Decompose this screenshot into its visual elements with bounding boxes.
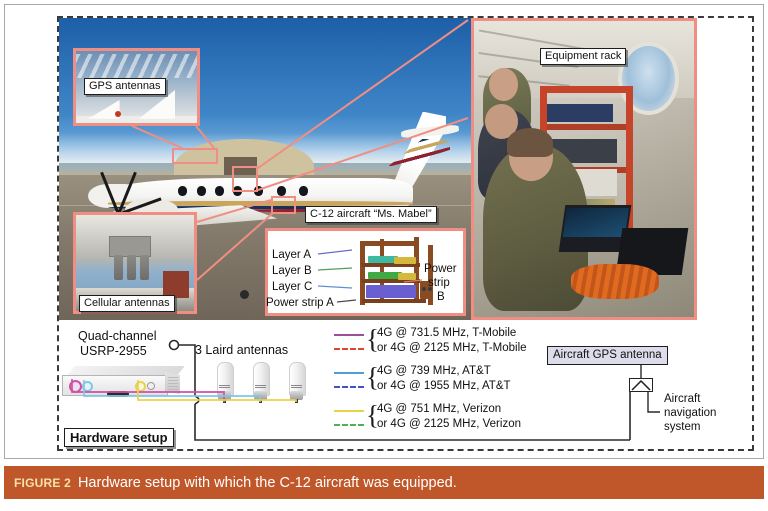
laird-antenna-2: [253, 362, 270, 403]
rack-post: [428, 245, 433, 305]
rf-port-yellow: [135, 381, 146, 392]
usrp-front-panel: [62, 375, 168, 397]
power-outlet: [428, 287, 432, 291]
label-aircraft-gps-antenna: Aircraft GPS antenna: [547, 346, 668, 365]
rf-port-magenta: [69, 380, 82, 393]
rack-post: [380, 239, 384, 301]
antenna-label-band: [291, 385, 302, 389]
label-cellular-antennas: Cellular antennas: [79, 295, 175, 312]
power-outlet: [422, 287, 426, 291]
crew-head: [489, 68, 518, 101]
legend-text-tmobile-dashed: or 4G @ 2125 MHz, T-Mobile: [377, 342, 527, 354]
rack-top-rail: [360, 241, 419, 246]
fuselage-top-surface: [76, 115, 197, 123]
layer-c-equipment: [366, 285, 416, 298]
label-usrp-line2: USRP-2955: [80, 344, 147, 358]
label-nav-line1: Aircraft: [664, 393, 701, 405]
figure-caption-bar: FIGURE 2 Hardware setup with which the C…: [4, 466, 764, 499]
label-usrp-line1: Quad-channel: [78, 329, 157, 343]
antenna-connector-pin: [295, 399, 298, 403]
cabin-interior-photo: [471, 18, 697, 320]
antenna-connector-pin: [223, 399, 226, 403]
rack-post: [360, 243, 365, 305]
label-power-strip-a: Power strip A: [266, 297, 334, 309]
legend-text-att-solid: 4G @ 739 MHz, AT&T: [377, 365, 491, 377]
legend-text-tmobile-solid: 4G @ 731.5 MHz, T-Mobile: [377, 327, 517, 339]
legend-line-solid-att: [334, 372, 364, 374]
airstair: [163, 270, 190, 298]
label-c12-aircraft: C-12 aircraft “Ms. Mabel”: [305, 206, 437, 223]
layer-a-equipment: [368, 256, 398, 263]
label-layer-c: Layer C: [272, 281, 313, 293]
red-marker-dot: [114, 110, 121, 117]
usrp-2955-device: [62, 366, 185, 400]
label-nav-line3: system: [664, 421, 701, 433]
legend-line-solid-verizon: [334, 410, 364, 412]
rf-port-cyan: [82, 381, 93, 392]
legend-line-dashed-tmobile: [334, 348, 364, 350]
legend-line-solid-tmobile: [334, 334, 364, 336]
cellular-antenna-tube: [113, 255, 123, 281]
legend-brace-verizon: {: [366, 400, 379, 430]
legend-text-verizon-solid: 4G @ 751 MHz, Verizon: [377, 403, 502, 415]
figure-number: FIGURE 2: [14, 475, 71, 490]
legend-brace-att: {: [366, 362, 379, 392]
label-power-strip-b-line3: B: [437, 291, 445, 303]
legend-text-verizon-dashed: or 4G @ 2125 MHz, Verizon: [377, 418, 521, 430]
label-gps-antennas: GPS antennas: [84, 78, 166, 95]
figure-caption-text: Hardware setup with which the C-12 aircr…: [77, 474, 457, 491]
laird-antenna-1: [217, 362, 234, 403]
laird-antenna-3: [289, 362, 306, 403]
legend-line-dashed-att: [334, 386, 364, 388]
antenna-connector-pin: [259, 399, 262, 403]
gps-antenna-symbol: [629, 378, 653, 392]
cellular-antenna-tube: [126, 255, 136, 281]
crew-hair: [507, 127, 554, 158]
label-nav-line2: navigation: [664, 407, 717, 419]
antenna-label-band: [219, 385, 230, 389]
nose-landing-gear: [240, 289, 250, 299]
layer-a-equipment: [394, 257, 416, 264]
cellular-antenna-tube: [139, 255, 149, 281]
label-equipment-rack: Equipment rack: [540, 48, 627, 65]
layer-b-equipment: [398, 273, 416, 280]
rack-shelf-b: [362, 279, 420, 283]
antenna-label-band: [255, 385, 266, 389]
label-power-strip-b-line2: strip: [428, 277, 450, 289]
cirrus-clouds: [76, 53, 197, 79]
hardware-setup-boundary: [57, 16, 754, 451]
rack-equipment-box: [546, 103, 613, 122]
power-strip-b-panel: [420, 281, 432, 299]
orange-extension-cord: [570, 263, 659, 300]
rack-post: [414, 237, 419, 299]
usrp-vent: [168, 377, 178, 390]
dsub-connector: [107, 391, 129, 397]
rack-shelf: [547, 124, 627, 131]
layer-b-equipment: [368, 272, 402, 279]
rf-port-aux: [147, 382, 155, 390]
label-hardware-setup: Hardware setup: [64, 428, 174, 447]
rack-3d-drawing: [360, 237, 434, 311]
label-layer-a: Layer A: [272, 249, 311, 261]
rack-base: [362, 299, 426, 303]
legend-text-att-dashed: or 4G @ 1955 MHz, AT&T: [377, 380, 511, 392]
legend-brace-tmobile: {: [366, 324, 379, 354]
rack-shelf-a: [362, 263, 420, 267]
label-power-strip-b-line1: Power: [424, 263, 457, 275]
label-laird-antennas: 3 Laird antennas: [195, 343, 289, 357]
callout-gps-location: [172, 148, 218, 164]
callout-fuselage-window: [232, 166, 258, 192]
label-layer-b: Layer B: [272, 265, 312, 277]
legend-line-dashed-verizon: [334, 424, 364, 426]
callout-cellular-location: [271, 196, 296, 214]
rack-layer-diagram-inset: [265, 228, 466, 316]
